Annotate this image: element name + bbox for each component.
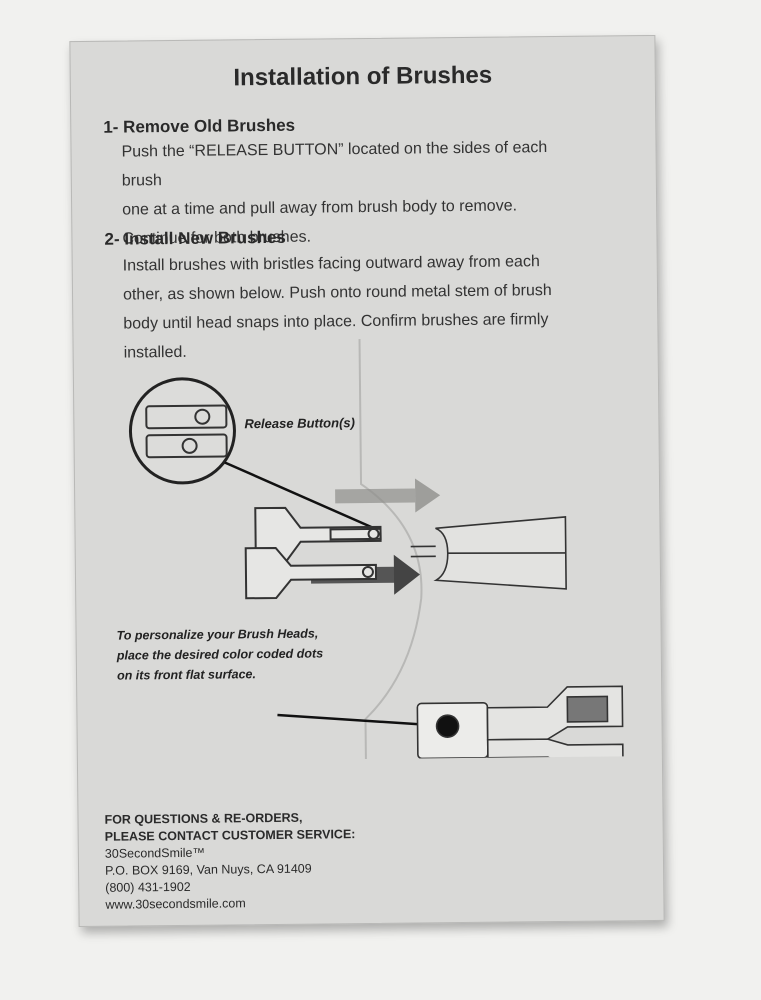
personalize-line: on its front flat surface. [116,667,256,683]
instruction-card: Installation of Brushes 1- Remove Old Br… [69,34,665,928]
brush-body-icon [410,516,567,590]
step-1-line: Push the “RELEASE BUTTON” located on the… [121,139,548,190]
personalize-line: To personalize your Brush Heads, [116,626,319,643]
personalize-line: place the desired color coded dots [116,646,324,663]
contact-info: FOR QUESTIONS & RE-ORDERS, PLEASE CONTAC… [104,809,356,914]
website-url: www.30secondsmile.com [105,896,246,912]
push-arrow-top-icon [335,478,441,513]
release-pointer-line [224,461,377,531]
brush-installation-illustration [128,339,624,763]
step-2-heading: 2- Install New Brushes [104,227,286,249]
personalize-note: To personalize your Brush Heads, place t… [117,623,358,686]
release-button-zoom-icon [128,377,236,485]
release-button-label: Release Button(s) [244,415,355,432]
page-title: Installation of Brushes [233,61,493,92]
brush-heads-icon [244,506,382,600]
fold-cut-line [358,339,423,760]
step-1-heading: 1- Remove Old Brushes [103,115,296,137]
contact-heading-line2: PLEASE CONTACT CUSTOMER SERVICE: [104,827,356,844]
assembled-brush-icon [416,685,624,763]
